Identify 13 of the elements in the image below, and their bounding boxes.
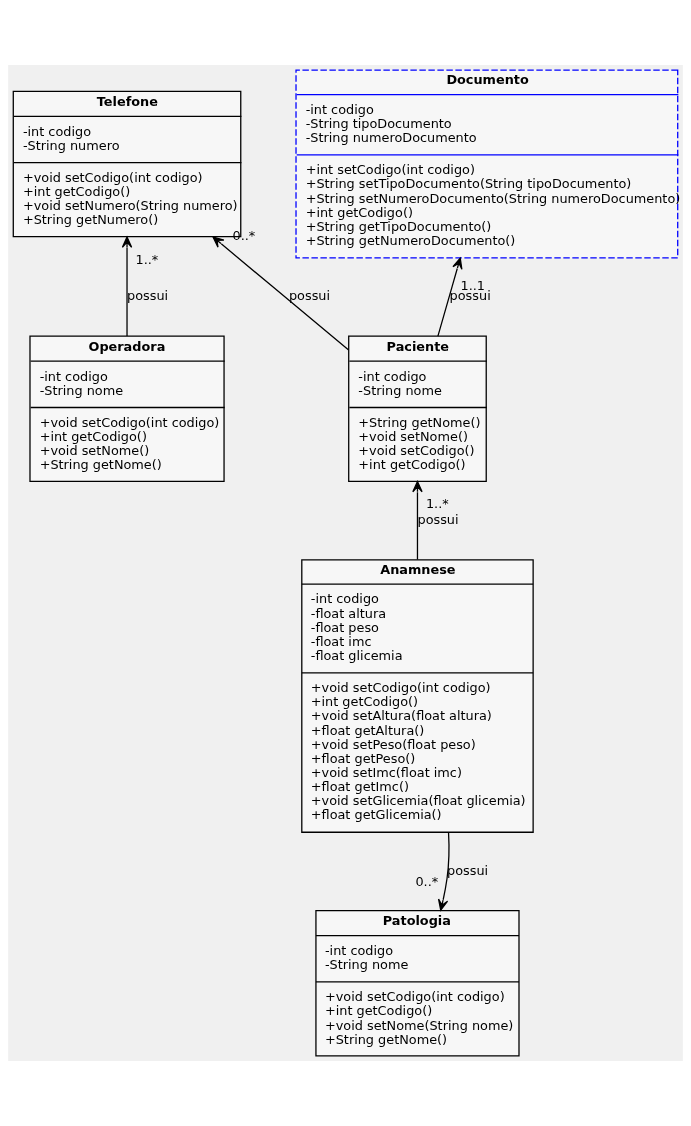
edge-label: possui (447, 862, 489, 878)
edge-label: possui (127, 288, 169, 304)
label: 1..* (425, 496, 449, 512)
label: 0..* (415, 873, 439, 889)
arrow (412, 480, 423, 561)
arrow (437, 257, 463, 337)
arrow (437, 831, 450, 911)
arrow (212, 236, 350, 351)
edge-label: possui (288, 288, 331, 304)
label: 1..1 (460, 277, 486, 293)
edge-label: possui (417, 511, 459, 527)
arrow (121, 236, 133, 337)
label: 1..* (135, 251, 159, 267)
